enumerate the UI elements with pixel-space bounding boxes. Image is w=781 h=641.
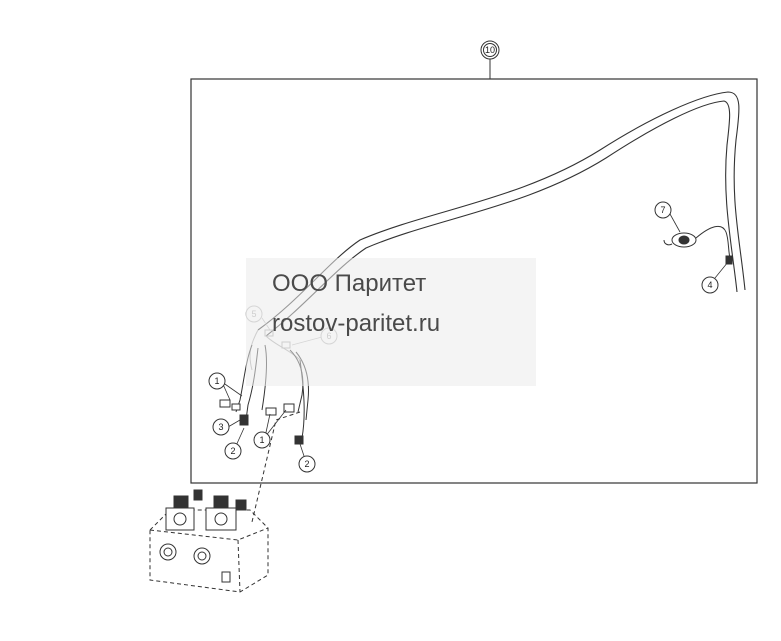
callout-2-left: 2 xyxy=(224,442,242,460)
watermark-company: ООО Паритет xyxy=(272,270,427,297)
solenoid-valves xyxy=(165,489,247,531)
connection-dashed-line xyxy=(251,411,301,523)
svg-text:3: 3 xyxy=(218,422,223,432)
sensor-assembly-7 xyxy=(663,225,733,265)
callout-7: 7 xyxy=(654,201,672,219)
svg-text:10: 10 xyxy=(485,45,495,55)
assembly-frame xyxy=(190,78,758,484)
svg-text:1: 1 xyxy=(259,435,264,445)
watermark-website: rostov-paritet.ru xyxy=(272,310,441,337)
main-harness-cable xyxy=(257,91,746,337)
callout-leader-4 xyxy=(714,261,729,279)
valve-block xyxy=(149,509,269,593)
svg-text:4: 4 xyxy=(707,280,712,290)
svg-text:2: 2 xyxy=(304,459,309,469)
watermark-background xyxy=(246,258,536,386)
connectors xyxy=(219,399,304,445)
callout-10: 10 xyxy=(480,40,500,60)
svg-text:1: 1 xyxy=(214,376,219,386)
svg-text:7: 7 xyxy=(660,205,665,215)
callout-1-right: 1 xyxy=(253,431,271,449)
callout-2-right: 2 xyxy=(298,455,316,473)
svg-text:2: 2 xyxy=(230,446,235,456)
callout-leader-7 xyxy=(669,213,681,233)
callout-1-left: 1 xyxy=(208,372,226,390)
callout-4: 4 xyxy=(701,276,719,294)
callout-3: 3 xyxy=(212,418,230,436)
